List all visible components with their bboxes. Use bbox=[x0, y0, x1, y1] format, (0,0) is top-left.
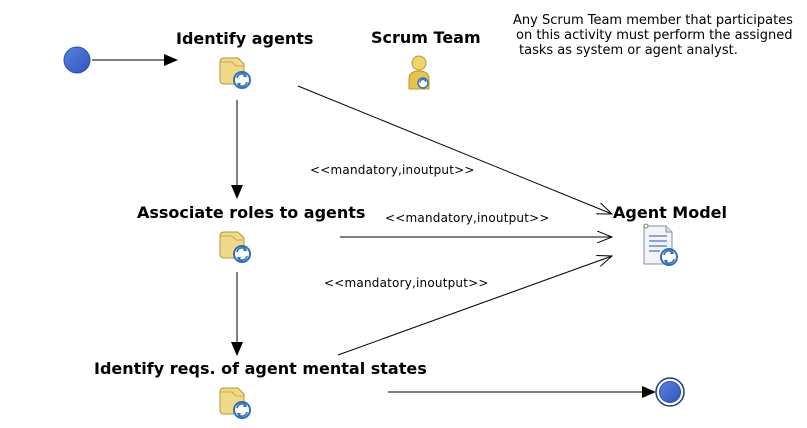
work-product-title-agent-model: Agent Model bbox=[613, 203, 727, 222]
initial-node-icon[interactable] bbox=[63, 46, 91, 74]
activity-title-identify-reqs: Identify reqs. of agent mental states bbox=[94, 359, 427, 378]
association-identify-reqs-to-agent-model[interactable] bbox=[337, 256, 612, 356]
document-icon[interactable] bbox=[643, 223, 678, 266]
role-note-line: Any Scrum Team member that participates bbox=[513, 13, 793, 28]
role-note-line: on this activity must perform the assign… bbox=[516, 28, 793, 43]
flow-label-associate-roles: <<mandatory,inoutput>> bbox=[385, 211, 550, 225]
association-identify-agents-to-agent-model[interactable] bbox=[297, 85, 612, 214]
final-node-icon[interactable] bbox=[655, 377, 685, 407]
role-note-line: tasks as system or agent analyst. bbox=[519, 43, 738, 58]
flow-label-identify-agents: <<mandatory,inoutput>> bbox=[310, 163, 475, 177]
activity-title-associate-roles: Associate roles to agents bbox=[137, 203, 366, 222]
task-icon[interactable] bbox=[219, 57, 251, 89]
flow-label-identify-reqs: <<mandatory,inoutput>> bbox=[324, 276, 489, 290]
task-icon[interactable] bbox=[219, 231, 251, 263]
role-note: Any Scrum Team member that participates … bbox=[513, 13, 793, 58]
task-icon[interactable] bbox=[219, 387, 251, 419]
role-icon[interactable] bbox=[408, 55, 430, 90]
role-title-scrum-team: Scrum Team bbox=[371, 28, 481, 47]
activity-title-identify-agents: Identify agents bbox=[176, 29, 314, 48]
